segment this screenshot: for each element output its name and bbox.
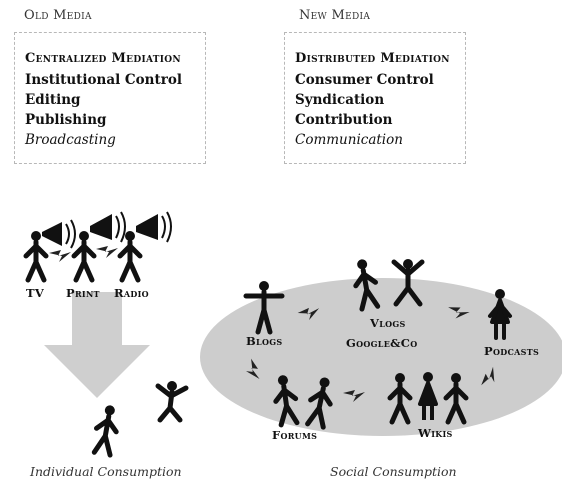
broadcaster-radio-icon (120, 211, 172, 280)
individual-person-icon (92, 404, 120, 456)
old-item-editing: Editing (25, 92, 81, 108)
caption-social-consumption: Social Consumption (330, 464, 457, 479)
bolt-icon (96, 246, 118, 258)
label-blogs: Blogs (246, 334, 283, 348)
broadcaster-print-icon (74, 211, 126, 280)
distributed-mediation-box: Distributed Mediation Consumer Control S… (284, 32, 466, 164)
label-google-co: Google&Co (346, 336, 418, 350)
broadcaster-tv-icon (26, 219, 76, 280)
label-wikis: Wikis (418, 426, 453, 440)
old-item-publishing: Publishing (25, 112, 107, 128)
label-print: Print (66, 286, 100, 300)
wikis-people-icon (390, 372, 466, 422)
label-vlogs: Vlogs (370, 316, 406, 330)
down-arrow-icon (44, 292, 150, 398)
caption-individual-consumption: Individual Consumption (30, 464, 182, 479)
new-item-communication: Communication (295, 132, 403, 148)
vlogs-people-icon (351, 258, 425, 310)
new-item-consumer-control: Consumer Control (295, 72, 434, 88)
new-item-contribution: Contribution (295, 112, 393, 128)
label-podcasts: Podcasts (484, 344, 540, 358)
centralized-mediation-box: Centralized Mediation Institutional Cont… (14, 32, 206, 164)
distributed-mediation-title: Distributed Mediation (295, 51, 450, 66)
jumping-person-icon (155, 381, 189, 423)
label-tv: TV (26, 286, 45, 300)
old-media-heading: Old Media (24, 8, 92, 23)
label-radio: Radio (114, 286, 149, 300)
bolt-icon (49, 250, 71, 262)
centralized-mediation-title: Centralized Mediation (25, 51, 181, 66)
old-item-institutional-control: Institutional Control (25, 72, 182, 88)
new-item-syndication: Syndication (295, 92, 385, 108)
podcasts-person-icon (488, 289, 512, 340)
blogs-person-icon (243, 281, 285, 335)
old-item-broadcasting: Broadcasting (25, 132, 116, 148)
label-forums: Forums (272, 428, 318, 442)
new-media-heading: New Media (299, 8, 371, 23)
